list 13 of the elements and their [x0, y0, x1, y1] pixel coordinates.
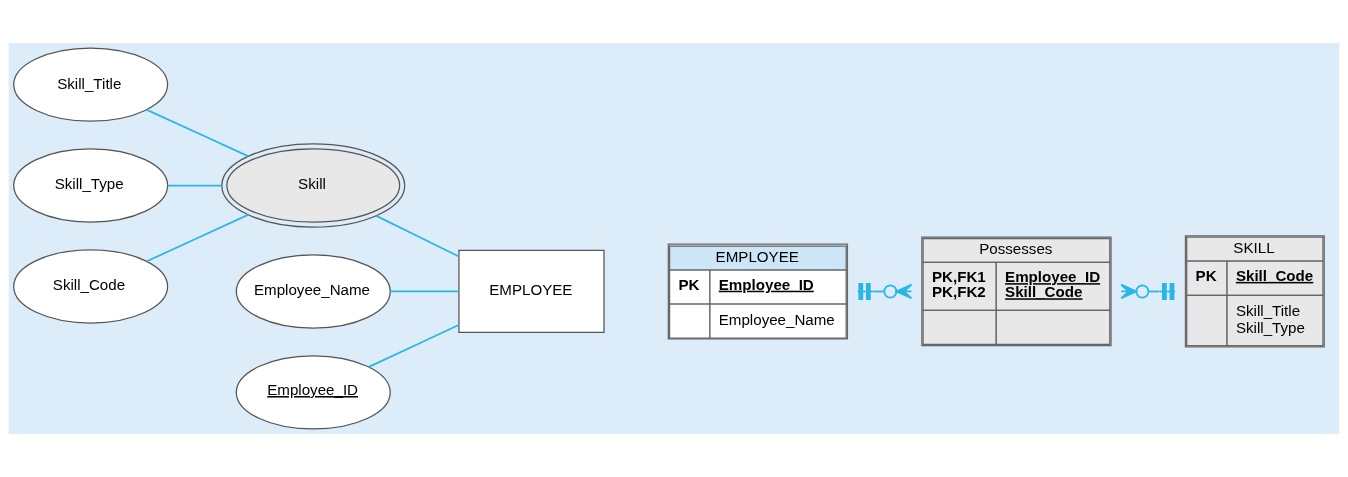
- node-ellipse: Employee_ID: [235, 355, 391, 430]
- connector: [166, 184, 223, 187]
- node-ellipse: Skill_Code: [13, 249, 169, 324]
- connector: [146, 108, 249, 158]
- node-ellipse: Employee_Name: [235, 254, 391, 329]
- connector: [146, 214, 249, 263]
- connector: [389, 290, 460, 293]
- node-ellipse: Skill_Title: [13, 47, 169, 122]
- node-ellipse: Skill: [221, 143, 406, 228]
- node-ellipse: Skill_Type: [13, 148, 169, 223]
- connector: [368, 324, 460, 368]
- connector: [375, 215, 460, 258]
- node-box: EMPLOYEE: [458, 249, 605, 334]
